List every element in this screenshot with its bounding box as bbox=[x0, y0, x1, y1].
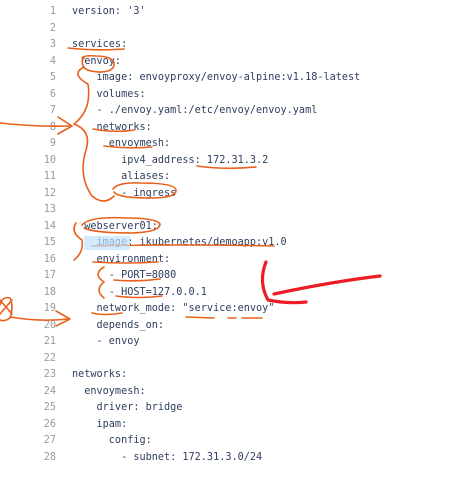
code-line: 17 - PORT=8080 bbox=[0, 268, 466, 284]
line-number: 10 bbox=[43, 154, 56, 166]
line-text: environment: bbox=[72, 253, 171, 265]
code-line: 20 depends_on: bbox=[0, 318, 466, 334]
line-number: 7 bbox=[49, 105, 56, 116]
code-line: 10 ipv4_address: 172.31.3.2 bbox=[0, 153, 466, 169]
line-text: - envoy bbox=[72, 336, 140, 347]
line-text: image: envoyproxy/envoy-alpine:v1.18-lat… bbox=[72, 72, 361, 83]
line-number: 26 bbox=[43, 418, 56, 430]
line-text: - HOST=127.0.0.1 bbox=[72, 286, 207, 298]
line-text: aliases: bbox=[72, 171, 171, 182]
line-number: 28 bbox=[43, 451, 56, 463]
line-text: version: '3' bbox=[72, 6, 146, 17]
line-number: 4 bbox=[49, 55, 56, 67]
line-number: 9 bbox=[49, 138, 56, 149]
line-number: 5 bbox=[49, 72, 56, 83]
line-number: 25 bbox=[43, 402, 56, 413]
code-line: 24 envoymesh: bbox=[0, 384, 466, 400]
code-line: 7 - ./envoy.yaml:/etc/envoy/envoy.yaml bbox=[0, 103, 466, 119]
line-text: - ./envoy.yaml:/etc/envoy/envoy.yaml bbox=[72, 105, 318, 116]
code-line: 6 volumes: bbox=[0, 87, 466, 103]
code-line: 14 webserver01: bbox=[0, 219, 466, 235]
line-number: 22 bbox=[43, 352, 56, 364]
code-line: 12 - ingress bbox=[0, 186, 466, 202]
line-text: network_mode: "service:envoy" bbox=[72, 303, 275, 314]
line-text: - PORT=8080 bbox=[72, 270, 177, 281]
line-text: services: bbox=[72, 39, 128, 50]
line-number: 18 bbox=[43, 286, 56, 298]
line-text: envoymesh: bbox=[72, 385, 146, 397]
code-line: 2 bbox=[0, 21, 466, 37]
line-text: webserver01: bbox=[72, 220, 158, 232]
code-line: 22 bbox=[0, 351, 466, 367]
code-line: 15 image: ikubernetes/demoapp:v1.0 bbox=[0, 235, 466, 251]
code-line: 8 networks: bbox=[0, 120, 466, 136]
line-number: 23 bbox=[43, 369, 56, 380]
code-line: 5 image: envoyproxy/envoy-alpine:v1.18-l… bbox=[0, 70, 466, 86]
line-number: 24 bbox=[43, 385, 56, 397]
line-text: driver: bridge bbox=[72, 402, 183, 413]
line-number: 19 bbox=[43, 303, 56, 314]
line-number: 21 bbox=[43, 336, 56, 347]
text-selection-highlight bbox=[84, 236, 130, 250]
code-line: 3 services: bbox=[0, 37, 466, 53]
code-line: 4 envoy: bbox=[0, 54, 466, 70]
line-number: 6 bbox=[49, 88, 56, 100]
code-line: 11 aliases: bbox=[0, 169, 466, 185]
line-text: networks: bbox=[72, 121, 152, 133]
line-number: 13 bbox=[43, 204, 56, 215]
line-number: 15 bbox=[43, 237, 56, 248]
code-line: 1 version: '3' bbox=[0, 4, 466, 20]
line-number: 14 bbox=[43, 220, 56, 232]
code-line: 23 networks: bbox=[0, 367, 466, 383]
code-line: 18 - HOST=127.0.0.1 bbox=[0, 285, 466, 301]
line-number: 1 bbox=[49, 6, 56, 17]
code-line: 26 ipam: bbox=[0, 417, 466, 433]
line-number: 16 bbox=[43, 253, 56, 265]
line-number: 12 bbox=[43, 187, 56, 199]
line-text: config: bbox=[72, 435, 152, 446]
line-text: networks: bbox=[72, 369, 128, 380]
line-number: 27 bbox=[43, 435, 56, 446]
code-line: 19 network_mode: "service:envoy" bbox=[0, 301, 466, 317]
line-text: ipv4_address: 172.31.3.2 bbox=[72, 154, 269, 166]
code-line: 13 bbox=[0, 202, 466, 218]
line-text: envoy: bbox=[72, 55, 122, 67]
line-text: - subnet: 172.31.3.0/24 bbox=[72, 451, 263, 463]
code-line: 21 - envoy bbox=[0, 334, 466, 350]
code-line: 25 driver: bridge bbox=[0, 400, 466, 416]
line-number: 20 bbox=[43, 319, 56, 331]
line-text: depends_on: bbox=[72, 319, 165, 331]
code-line: 27 config: bbox=[0, 433, 466, 449]
line-number: 3 bbox=[49, 39, 56, 50]
code-line: 28 - subnet: 172.31.3.0/24 bbox=[0, 450, 466, 466]
line-text: volumes: bbox=[72, 88, 146, 100]
line-text: ipam: bbox=[72, 418, 128, 430]
line-number: 11 bbox=[43, 171, 56, 182]
code-line: 16 environment: bbox=[0, 252, 466, 268]
line-number: 8 bbox=[49, 121, 56, 133]
code-line: 9 envoymesh: bbox=[0, 136, 466, 152]
line-text: envoymesh: bbox=[72, 138, 171, 149]
line-number: 2 bbox=[49, 22, 56, 34]
line-number: 17 bbox=[43, 270, 56, 281]
line-text: - ingress bbox=[72, 187, 177, 199]
